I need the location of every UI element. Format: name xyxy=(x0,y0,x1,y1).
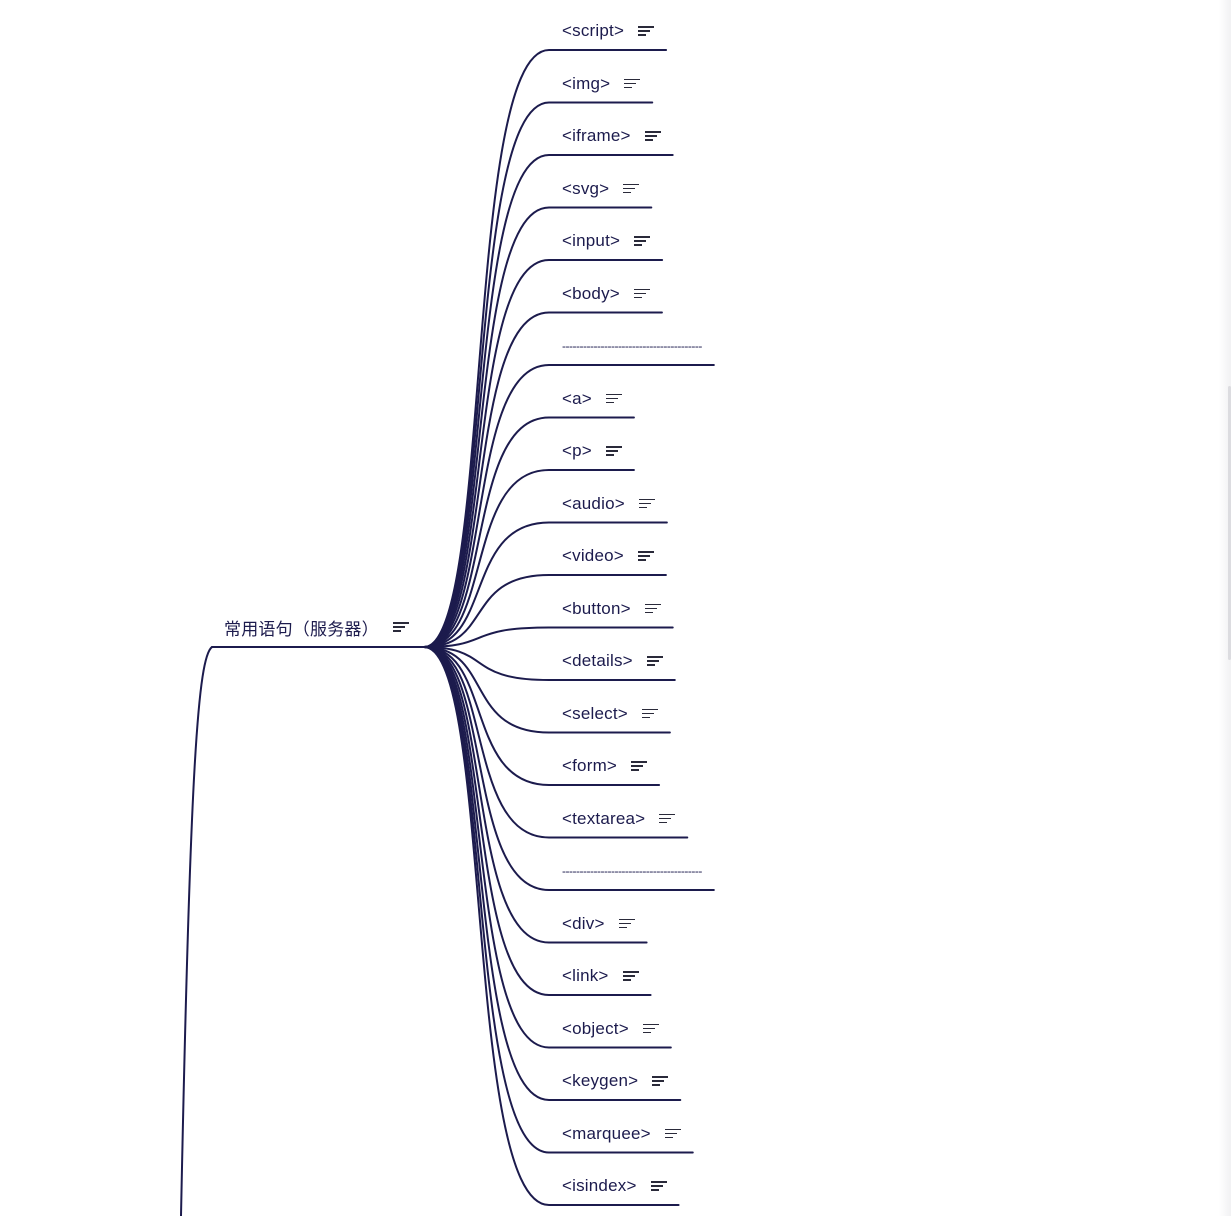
root-node-label: 常用语句（服务器） xyxy=(224,619,379,639)
child-node[interactable]: ---------------------------------------- xyxy=(562,859,702,883)
child-node-label: <keygen> xyxy=(562,1071,639,1090)
child-node-label: ---------------------------------------- xyxy=(562,864,702,878)
note-icon[interactable] xyxy=(618,918,635,930)
child-node[interactable]: <details> xyxy=(562,649,663,673)
child-node[interactable]: ---------------------------------------- xyxy=(562,334,702,358)
child-connector xyxy=(423,259,664,648)
child-node-label: <details> xyxy=(562,651,633,670)
note-icon[interactable] xyxy=(605,445,622,457)
note-icon[interactable] xyxy=(652,1075,669,1087)
child-node[interactable]: <object> xyxy=(562,1017,659,1041)
note-icon[interactable] xyxy=(622,970,639,982)
note-icon[interactable] xyxy=(650,1180,667,1192)
child-node-label: <div> xyxy=(562,913,605,933)
note-icon[interactable] xyxy=(637,550,654,562)
root-node[interactable]: 常用语句（服务器） xyxy=(224,615,409,639)
child-node[interactable]: <audio> xyxy=(562,492,655,516)
child-node-label: <svg> xyxy=(562,178,610,198)
child-connector xyxy=(423,646,715,891)
child-node-label: ---------------------------------------- xyxy=(562,339,702,353)
child-node-label: <textarea> xyxy=(562,808,646,828)
child-node[interactable]: <textarea> xyxy=(562,807,676,831)
child-node-label: <button> xyxy=(562,598,631,618)
note-icon[interactable] xyxy=(392,621,409,633)
child-connector xyxy=(423,646,661,786)
child-node[interactable]: <video> xyxy=(562,544,654,568)
child-node-label: <p> xyxy=(562,441,592,460)
note-icon[interactable] xyxy=(644,603,661,615)
child-connector xyxy=(423,574,667,648)
child-node-label: <video> xyxy=(562,546,624,565)
child-node[interactable]: <form> xyxy=(562,754,648,778)
child-node[interactable]: <p> xyxy=(562,439,622,463)
child-connector xyxy=(423,646,680,1206)
child-node-label: <script> xyxy=(562,21,625,40)
child-connector xyxy=(423,646,694,1154)
note-icon[interactable] xyxy=(634,235,651,247)
child-connector xyxy=(423,646,689,839)
note-icon[interactable] xyxy=(642,1023,659,1035)
child-node[interactable]: <svg> xyxy=(562,177,640,201)
note-icon[interactable] xyxy=(644,130,661,142)
note-icon[interactable] xyxy=(633,288,650,300)
child-connector xyxy=(423,646,682,1101)
child-node[interactable]: <input> xyxy=(562,229,651,253)
child-node[interactable]: <a> xyxy=(562,387,622,411)
note-icon[interactable] xyxy=(623,183,640,195)
child-node-label: <link> xyxy=(562,966,609,985)
child-node[interactable]: <select> xyxy=(562,702,658,726)
child-connector xyxy=(423,646,648,944)
child-node[interactable]: <div> xyxy=(562,912,635,936)
child-node-label: <audio> xyxy=(562,493,625,513)
note-icon[interactable] xyxy=(605,393,622,405)
root-parent-connector xyxy=(180,646,213,1216)
note-icon[interactable] xyxy=(638,25,655,37)
note-icon[interactable] xyxy=(631,760,648,772)
child-connector xyxy=(423,646,671,734)
child-connector xyxy=(423,206,653,648)
child-node[interactable]: <script> xyxy=(562,19,655,43)
child-connector xyxy=(423,416,635,648)
child-node[interactable]: <iframe> xyxy=(562,124,661,148)
child-node-label: <isindex> xyxy=(562,1176,637,1195)
child-node[interactable]: <button> xyxy=(562,597,661,621)
note-icon[interactable] xyxy=(638,498,655,510)
child-connector xyxy=(423,626,674,648)
child-node-label: <marquee> xyxy=(562,1123,651,1143)
child-node-label: <form> xyxy=(562,756,618,775)
note-icon[interactable] xyxy=(659,813,676,825)
child-node-label: <a> xyxy=(562,388,592,408)
child-node-label: <img> xyxy=(562,73,611,93)
child-connector xyxy=(423,646,672,1049)
child-connector xyxy=(423,154,674,648)
child-connector xyxy=(423,311,663,648)
child-connector xyxy=(423,469,635,648)
note-icon[interactable] xyxy=(641,708,658,720)
note-icon[interactable] xyxy=(664,1128,681,1140)
child-node[interactable]: <keygen> xyxy=(562,1069,669,1093)
child-node[interactable]: <marquee> xyxy=(562,1122,681,1146)
scrollbar-track[interactable] xyxy=(1219,0,1231,1216)
child-connector xyxy=(423,364,715,648)
note-icon[interactable] xyxy=(646,655,663,667)
child-node-label: <body> xyxy=(562,283,620,303)
child-connector xyxy=(423,521,668,648)
child-connector xyxy=(423,646,676,681)
child-node[interactable]: <link> xyxy=(562,964,639,988)
child-node-label: <select> xyxy=(562,703,628,723)
note-icon[interactable] xyxy=(624,78,641,90)
child-connector xyxy=(423,646,652,996)
child-node-label: <iframe> xyxy=(562,126,631,145)
child-node-label: <object> xyxy=(562,1018,629,1038)
child-node[interactable]: <body> xyxy=(562,282,650,306)
child-node[interactable]: <img> xyxy=(562,72,641,96)
child-node[interactable]: <isindex> xyxy=(562,1174,667,1198)
scrollbar-thumb[interactable] xyxy=(1228,386,1231,660)
child-node-label: <input> xyxy=(562,231,621,250)
